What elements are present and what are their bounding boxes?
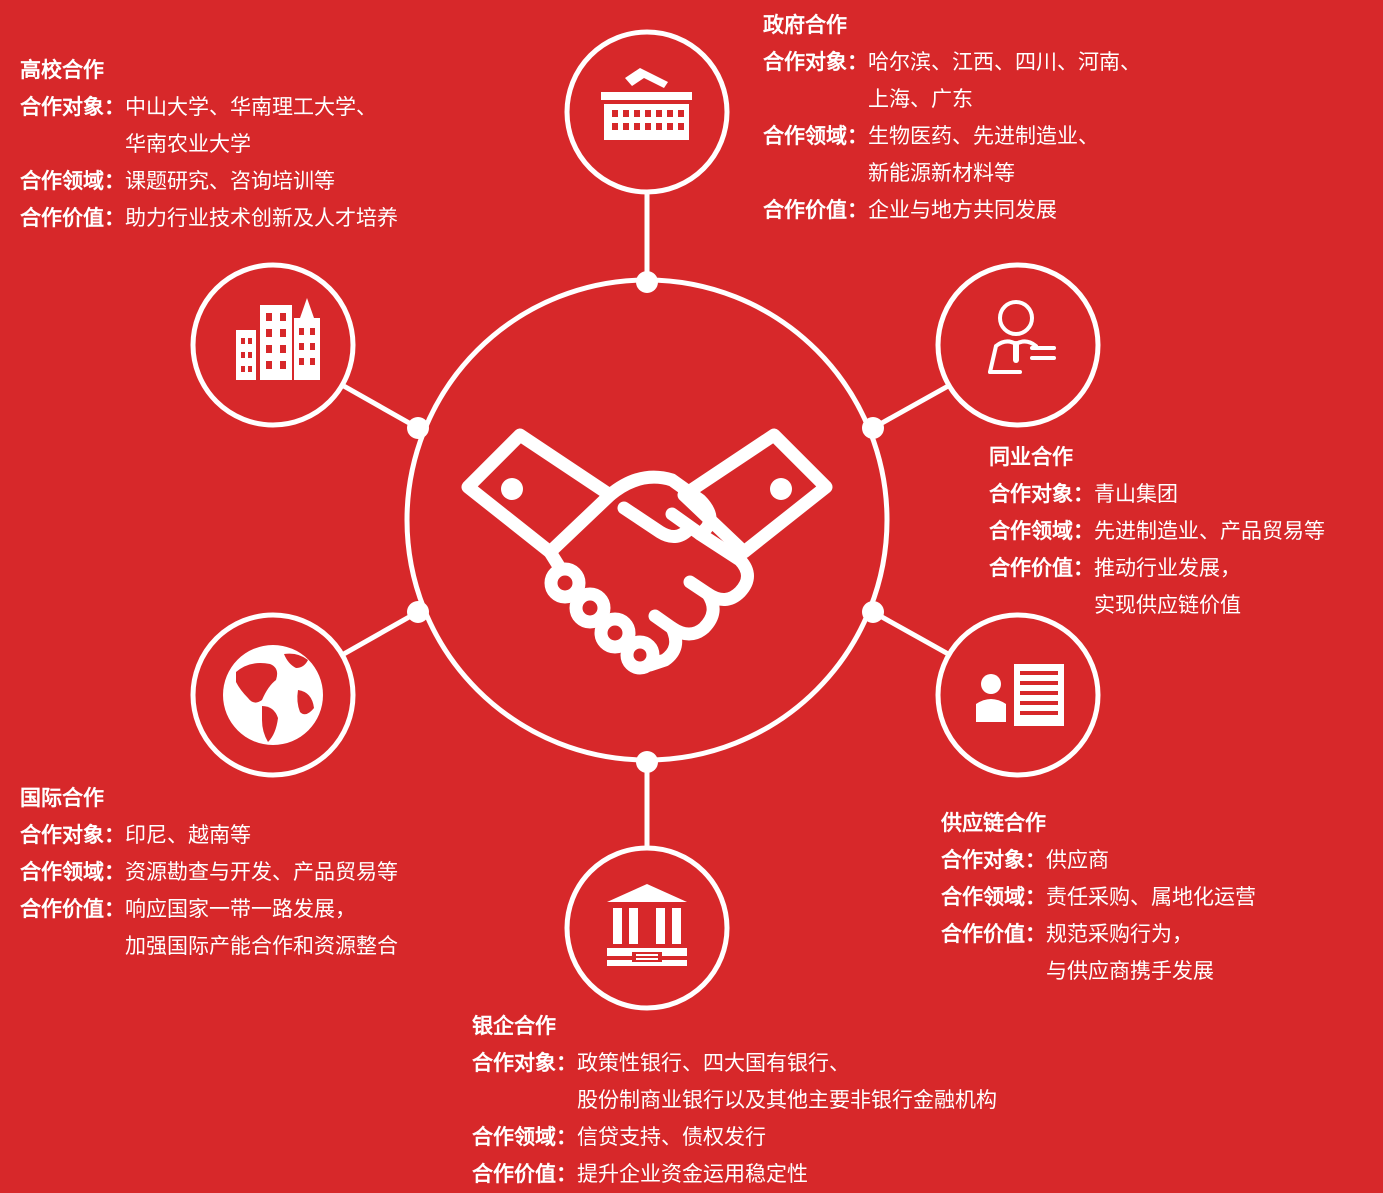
supply-chain-fields-line-1: 责任采购、属地化运营 bbox=[1046, 885, 1256, 909]
government-fields-label: 合作领域： bbox=[763, 124, 868, 148]
university-partners-row: 合作对象： 中山大学、华南理工大学、 华南农业大学 bbox=[20, 89, 398, 163]
junction-dot-upper-right bbox=[862, 417, 884, 439]
government-partners-label: 合作对象： bbox=[763, 50, 868, 74]
university-value-line-1: 助力行业技术创新及人才培养 bbox=[125, 206, 398, 230]
city-buildings-icon bbox=[236, 298, 320, 380]
university-fields-row: 合作领域： 课题研究、咨询培训等 bbox=[20, 163, 398, 200]
supply-chain-value-label: 合作价值： bbox=[941, 922, 1046, 946]
businessperson-icon bbox=[988, 300, 1056, 374]
government-title: 政府合作 bbox=[763, 13, 847, 37]
international-fields-line-1: 资源勘查与开发、产品贸易等 bbox=[125, 860, 398, 884]
peer-cooperation-block: 同业合作 合作对象： 青山集团 合作领域： 先进制造业、产品贸易等 合作价值： … bbox=[989, 439, 1325, 624]
peer-value-label: 合作价值： bbox=[989, 556, 1094, 580]
international-cooperation-block: 国际合作 合作对象： 印尼、越南等 合作领域： 资源勘查与开发、产品贸易等 合作… bbox=[20, 780, 398, 965]
supply-chain-value-row: 合作价值： 规范采购行为， 与供应商携手发展 bbox=[941, 916, 1256, 990]
connector-university bbox=[340, 382, 420, 431]
university-fields-line-1: 课题研究、咨询培训等 bbox=[125, 169, 335, 193]
bank-fields-label: 合作领域： bbox=[472, 1125, 577, 1149]
connector-peer bbox=[871, 382, 952, 431]
bank-icon bbox=[607, 884, 687, 966]
supply-chain-partners-label: 合作对象： bbox=[941, 848, 1046, 872]
government-value-row: 合作价值： 企业与地方共同发展 bbox=[763, 192, 1141, 229]
bank-partners-line-2: 股份制商业银行以及其他主要非银行金融机构 bbox=[577, 1088, 997, 1112]
node-circle-government bbox=[564, 29, 730, 195]
node-circle-international bbox=[190, 612, 356, 778]
supply-chain-partners-line-1: 供应商 bbox=[1046, 848, 1109, 872]
peer-fields-label: 合作领域： bbox=[989, 519, 1094, 543]
handshake-cuff-dot-right bbox=[770, 478, 792, 500]
government-partners-row: 合作对象： 哈尔滨、江西、四川、河南、 上海、广东 bbox=[763, 44, 1141, 118]
government-partners-line-2: 上海、广东 bbox=[868, 87, 973, 111]
university-fields-label: 合作领域： bbox=[20, 169, 125, 193]
government-value-label: 合作价值： bbox=[763, 198, 868, 222]
government-fields-row: 合作领域： 生物医药、先进制造业、 新能源新材料等 bbox=[763, 118, 1141, 192]
government-building-icon bbox=[601, 68, 692, 140]
peer-partners-label: 合作对象： bbox=[989, 482, 1094, 506]
bank-title: 银企合作 bbox=[472, 1014, 556, 1038]
peer-value-line-1: 推动行业发展， bbox=[1094, 556, 1241, 580]
peer-fields-row: 合作领域： 先进制造业、产品贸易等 bbox=[989, 513, 1325, 550]
government-fields-line-2: 新能源新材料等 bbox=[868, 161, 1015, 185]
node-circle-supply-chain bbox=[935, 612, 1101, 778]
supply-chain-cooperation-block: 供应链合作 合作对象： 供应商 合作领域： 责任采购、属地化运营 合作价值： 规… bbox=[941, 805, 1256, 990]
international-fields-label: 合作领域： bbox=[20, 860, 125, 884]
bank-cooperation-block: 银企合作 合作对象： 政策性银行、四大国有银行、 股份制商业银行以及其他主要非银… bbox=[472, 1008, 997, 1193]
government-value-line-1: 企业与地方共同发展 bbox=[868, 198, 1057, 222]
international-partners-row: 合作对象： 印尼、越南等 bbox=[20, 817, 398, 854]
supply-chain-fields-row: 合作领域： 责任采购、属地化运营 bbox=[941, 879, 1256, 916]
junction-dot-lower-left bbox=[407, 601, 429, 623]
university-partners-line-2: 华南农业大学 bbox=[125, 132, 251, 156]
government-partners-line-1: 哈尔滨、江西、四川、河南、 bbox=[868, 50, 1141, 74]
peer-fields-line-1: 先进制造业、产品贸易等 bbox=[1094, 519, 1325, 543]
international-fields-row: 合作领域： 资源勘查与开发、产品贸易等 bbox=[20, 854, 398, 891]
peer-title: 同业合作 bbox=[989, 445, 1073, 469]
government-cooperation-block: 政府合作 合作对象： 哈尔滨、江西、四川、河南、 上海、广东 合作领域： 生物医… bbox=[763, 7, 1141, 229]
junction-dot-top bbox=[636, 271, 658, 293]
international-value-row: 合作价值： 响应国家一带一路发展， 加强国际产能合作和资源整合 bbox=[20, 891, 398, 965]
peer-value-line-2: 实现供应链价值 bbox=[1094, 593, 1241, 617]
supply-chain-value-line-2: 与供应商携手发展 bbox=[1046, 959, 1214, 983]
bank-value-line-1: 提升企业资金运用稳定性 bbox=[577, 1162, 808, 1186]
junction-dot-bottom bbox=[636, 751, 658, 773]
international-value-label: 合作价值： bbox=[20, 897, 125, 921]
node-circle-university bbox=[190, 262, 356, 428]
bank-partners-line-1: 政策性银行、四大国有银行、 bbox=[577, 1051, 850, 1075]
junction-dot-lower-right bbox=[862, 601, 884, 623]
international-value-line-1: 响应国家一带一路发展， bbox=[125, 897, 356, 921]
bank-value-row: 合作价值： 提升企业资金运用稳定性 bbox=[472, 1156, 997, 1193]
globe-icon bbox=[223, 645, 323, 745]
university-partners-label: 合作对象： bbox=[20, 95, 125, 119]
node-circle-bank bbox=[564, 845, 730, 1011]
connector-international bbox=[340, 609, 420, 658]
international-title: 国际合作 bbox=[20, 786, 104, 810]
handshake-icon bbox=[461, 428, 833, 675]
supply-chain-partners-row: 合作对象： 供应商 bbox=[941, 842, 1256, 879]
bank-fields-row: 合作领域： 信贷支持、债权发行 bbox=[472, 1119, 997, 1156]
bank-partners-label: 合作对象： bbox=[472, 1051, 577, 1075]
peer-value-row: 合作价值： 推动行业发展， 实现供应链价值 bbox=[989, 550, 1325, 624]
university-partners-line-1: 中山大学、华南理工大学、 bbox=[125, 95, 377, 119]
node-circle-peer bbox=[935, 262, 1101, 428]
bank-partners-row: 合作对象： 政策性银行、四大国有银行、 股份制商业银行以及其他主要非银行金融机构 bbox=[472, 1045, 997, 1119]
bank-fields-line-1: 信贷支持、债权发行 bbox=[577, 1125, 766, 1149]
peer-partners-row: 合作对象： 青山集团 bbox=[989, 476, 1325, 513]
university-title: 高校合作 bbox=[20, 58, 104, 82]
university-value-label: 合作价值： bbox=[20, 206, 125, 230]
supply-chain-fields-label: 合作领域： bbox=[941, 885, 1046, 909]
connector-supply-chain bbox=[871, 609, 952, 658]
user-list-icon bbox=[976, 664, 1064, 726]
bank-value-label: 合作价值： bbox=[472, 1162, 577, 1186]
university-cooperation-block: 高校合作 合作对象： 中山大学、华南理工大学、 华南农业大学 合作领域： 课题研… bbox=[20, 52, 398, 237]
junction-dot-upper-left bbox=[407, 417, 429, 439]
supply-chain-title: 供应链合作 bbox=[941, 811, 1046, 835]
handshake-cuff-dot-left bbox=[501, 478, 523, 500]
supply-chain-value-line-1: 规范采购行为， bbox=[1046, 922, 1193, 946]
international-partners-label: 合作对象： bbox=[20, 823, 125, 847]
peer-partners-line-1: 青山集团 bbox=[1094, 482, 1178, 506]
international-partners-line-1: 印尼、越南等 bbox=[125, 823, 251, 847]
government-fields-line-1: 生物医药、先进制造业、 bbox=[868, 124, 1099, 148]
international-value-line-2: 加强国际产能合作和资源整合 bbox=[125, 934, 398, 958]
university-value-row: 合作价值： 助力行业技术创新及人才培养 bbox=[20, 200, 398, 237]
